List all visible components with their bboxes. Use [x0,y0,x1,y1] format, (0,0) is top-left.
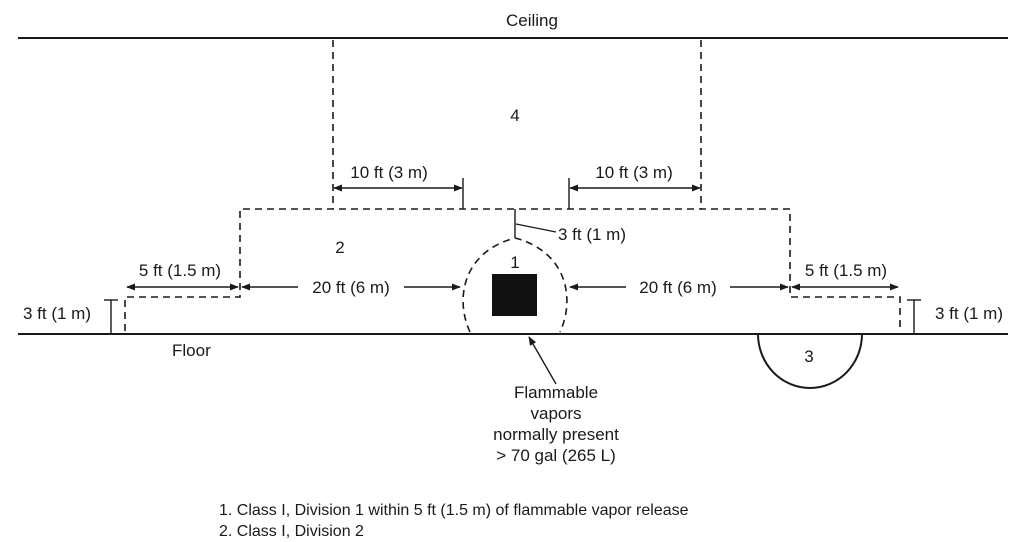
ceiling-label: Ceiling [506,11,558,30]
zone-4-label: 4 [510,106,519,125]
dim-gap-leader [515,223,557,233]
dim-upper-right-label: 10 ft (3 m) [595,163,672,182]
dim-side-left-label: 5 ft (1.5 m) [139,261,221,280]
dim-upper-left-label: 10 ft (3 m) [350,163,427,182]
dim-gap-label: 3 ft (1 m) [558,225,626,244]
source-pointer-arrow [528,336,557,385]
zone-3-label: 3 [804,347,813,366]
dim-mid-left-label: 20 ft (6 m) [312,278,389,297]
zone-1-label: 1 [510,253,519,272]
zone-2-label: 2 [335,238,344,257]
dim-mid-right-label: 20 ft (6 m) [639,278,716,297]
zone2-boundary [124,208,901,331]
legend-item-2: 2. Class I, Division 2 [219,523,364,540]
source-note-line4: > 70 gal (265 L) [496,446,616,465]
dim-height-left-label: 3 ft (1 m) [23,304,91,323]
zone3-pit-arc [757,333,863,389]
source-note-line1: Flammable [514,383,598,402]
source-note-line2: vapors [530,404,581,423]
vapor-source-block [492,274,537,316]
floor-label: Floor [172,341,211,360]
legend-item-1: 1. Class I, Division 1 within 5 ft (1.5 … [219,502,689,519]
dim-height-right-label: 3 ft (1 m) [935,304,1003,323]
source-note-line3: normally present [493,425,619,444]
dim-side-right-label: 5 ft (1.5 m) [805,261,887,280]
